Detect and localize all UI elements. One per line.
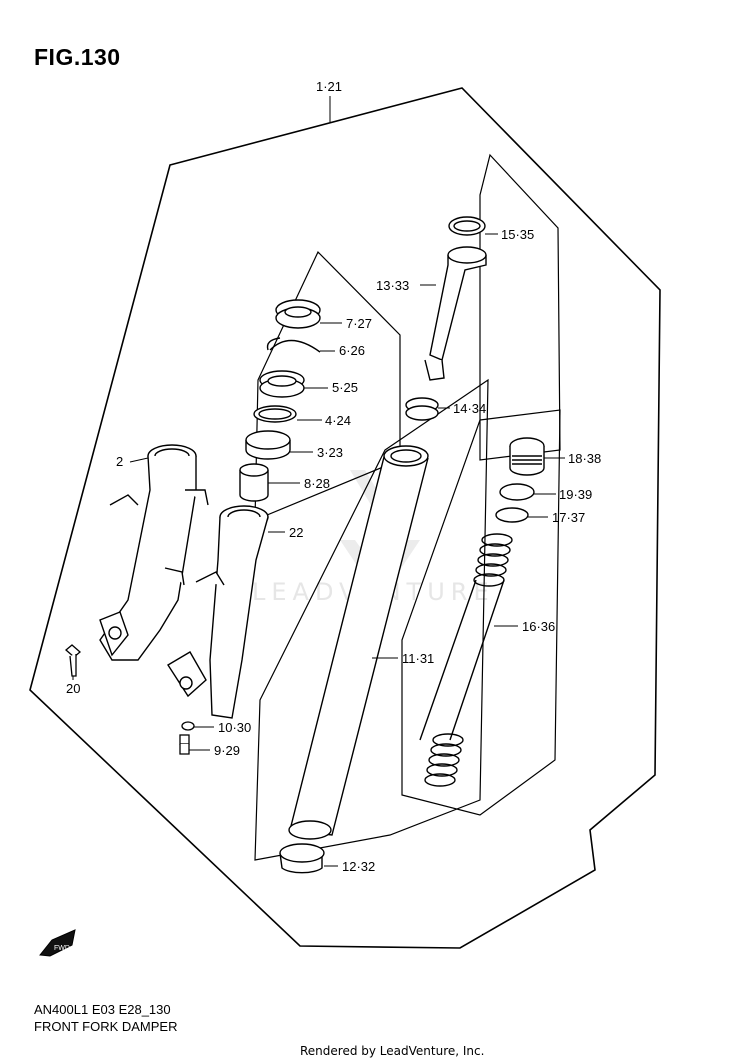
bolt-9-29 (179, 734, 190, 755)
bolt-20 (64, 644, 82, 677)
callout-4-24: 4·24 (325, 413, 351, 428)
svg-text:FWD: FWD (54, 945, 70, 952)
damper-rod (405, 216, 487, 421)
inner-tube-outline (254, 378, 489, 861)
callout-20: 20 (66, 681, 80, 696)
fork-cap (495, 437, 545, 523)
callout-7-27: 7·27 (346, 316, 372, 331)
callout-16-36: 16·36 (522, 619, 555, 634)
leader-lines (72, 96, 565, 867)
damper-tube-outline (479, 153, 561, 461)
callout-13-33: 13·33 (376, 278, 409, 293)
callout-22: 22 (289, 525, 303, 540)
washer-10-30 (181, 721, 195, 731)
figure-title: FIG.130 (34, 44, 121, 70)
callout-2: 2 (116, 454, 123, 469)
outer-tube-left (99, 444, 209, 661)
figure-description: FRONT FORK DAMPER (34, 1019, 178, 1034)
seal-stack (239, 299, 321, 502)
callout-10-30: 10·30 (218, 720, 251, 735)
callout-17-37: 17·37 (552, 510, 585, 525)
inner-tube (288, 445, 429, 840)
footer-credit: Rendered by LeadVenture, Inc. (300, 1044, 485, 1058)
fwd-arrow-icon: FWD (39, 929, 76, 957)
slide-bushing (279, 843, 325, 874)
outer-tube-right (167, 505, 269, 719)
callout-6-26: 6·26 (339, 343, 365, 358)
callout-5-25: 5·25 (332, 380, 358, 395)
callout-19-39: 19·39 (559, 487, 592, 502)
callout-3-23: 3·23 (317, 445, 343, 460)
callout-12-32: 12·32 (342, 859, 375, 874)
fork-spring (419, 533, 513, 787)
callout-14-34: 14·34 (453, 401, 486, 416)
seal-kit-outline (254, 250, 401, 521)
callout-9-29: 9·29 (214, 743, 240, 758)
callout-labels: 1·21 2 3·23 4·24 5·25 6·26 7·27 8·28 9·2… (66, 79, 601, 874)
callout-8-28: 8·28 (304, 476, 330, 491)
callout-11-31: 11·31 (402, 651, 434, 666)
outer-assembly-outline (29, 87, 661, 949)
callout-18-38: 18·38 (568, 451, 601, 466)
figure-code: AN400L1 E03 E28_130 (34, 1002, 171, 1017)
callout-1-21: 1·21 (316, 79, 342, 94)
callout-15-35: 15·35 (501, 227, 534, 242)
spring-outline (401, 409, 561, 816)
